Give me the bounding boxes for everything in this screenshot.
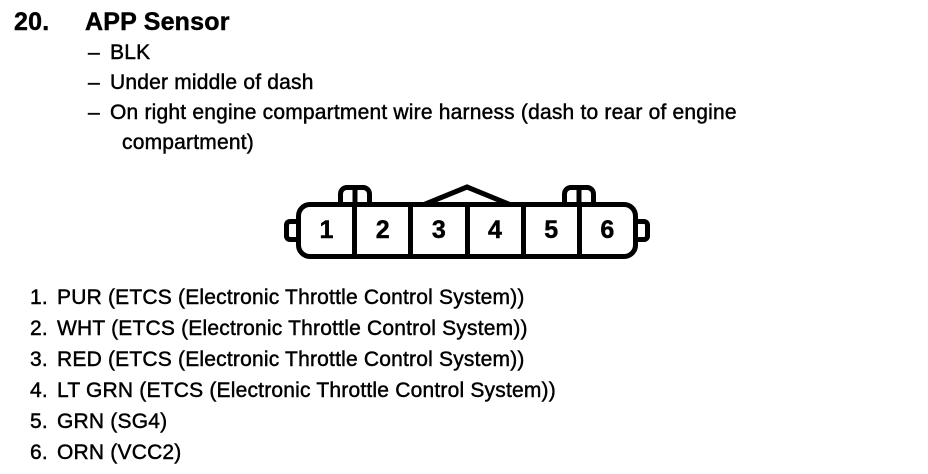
- pinout-row: 1. PUR (ETCS (Electronic Throttle Control…: [30, 282, 556, 313]
- pinout-row: 3. RED (ETCS (Electronic Throttle Control…: [30, 344, 556, 375]
- connector-pin-cell: 5: [526, 207, 582, 254]
- pinout-row: 5. GRN (SG4): [30, 406, 556, 437]
- connector-clip-icon: [562, 185, 596, 207]
- pinout-number: 6.: [30, 441, 48, 464]
- detail-text: BLK: [110, 41, 151, 64]
- section-details: –BLK –Under middle of dash –On right eng…: [88, 38, 836, 158]
- pinout-description: LT GRN (ETCS (Electronic Throttle Contro…: [57, 379, 556, 402]
- pinout-row: 6. ORN (VCC2): [30, 437, 556, 468]
- pinout-number: 4.: [30, 379, 48, 402]
- connector-pin-cell: 1: [301, 207, 358, 254]
- pinout-description: ORN (VCC2): [57, 441, 182, 464]
- detail-line-location: –Under middle of dash: [88, 68, 836, 98]
- detail-text: Under middle of dash: [110, 71, 314, 94]
- dash-bullet: –: [88, 41, 100, 64]
- pinout-description: PUR (ETCS (Electronic Throttle Control S…: [57, 286, 525, 309]
- pinout-number: 1.: [30, 286, 48, 309]
- section-title: APP Sensor: [85, 8, 230, 36]
- pinout-number: 5.: [30, 410, 48, 433]
- connector-diagram: 1 2 3 4 5 6: [284, 183, 656, 263]
- connector-pin-cell: 3: [413, 207, 470, 254]
- detail-text: On right engine compartment wire harness…: [110, 101, 737, 154]
- pinout-description: WHT (ETCS (Electronic Throttle Control S…: [57, 317, 528, 340]
- connector-body: 1 2 3 4 5 6: [296, 202, 638, 259]
- section-number: 20.: [14, 8, 50, 36]
- dash-bullet: –: [88, 101, 100, 124]
- pinout-number: 3.: [30, 348, 48, 371]
- connector-clip-icon: [338, 185, 372, 207]
- pinout-row: 4. LT GRN (ETCS (Electronic Throttle Cont…: [30, 375, 556, 406]
- pinout-row: 2. WHT (ETCS (Electronic Throttle Control…: [30, 313, 556, 344]
- connector-pin-cell: 6: [600, 216, 615, 244]
- pinout-number: 2.: [30, 317, 48, 340]
- pinout-list: 1. PUR (ETCS (Electronic Throttle Control…: [30, 282, 556, 468]
- detail-line-harness: –On right engine compartment wire harnes…: [88, 98, 836, 158]
- connector-keyway-peak-icon: [420, 184, 514, 207]
- dash-bullet: –: [88, 71, 100, 94]
- detail-line-color: –BLK: [88, 38, 836, 68]
- pinout-description: RED (ETCS (Electronic Throttle Control S…: [57, 348, 525, 371]
- connector-pin-cell: 2: [357, 207, 414, 254]
- pinout-description: GRN (SG4): [57, 410, 168, 433]
- connector-pin-cell: 4: [470, 207, 526, 254]
